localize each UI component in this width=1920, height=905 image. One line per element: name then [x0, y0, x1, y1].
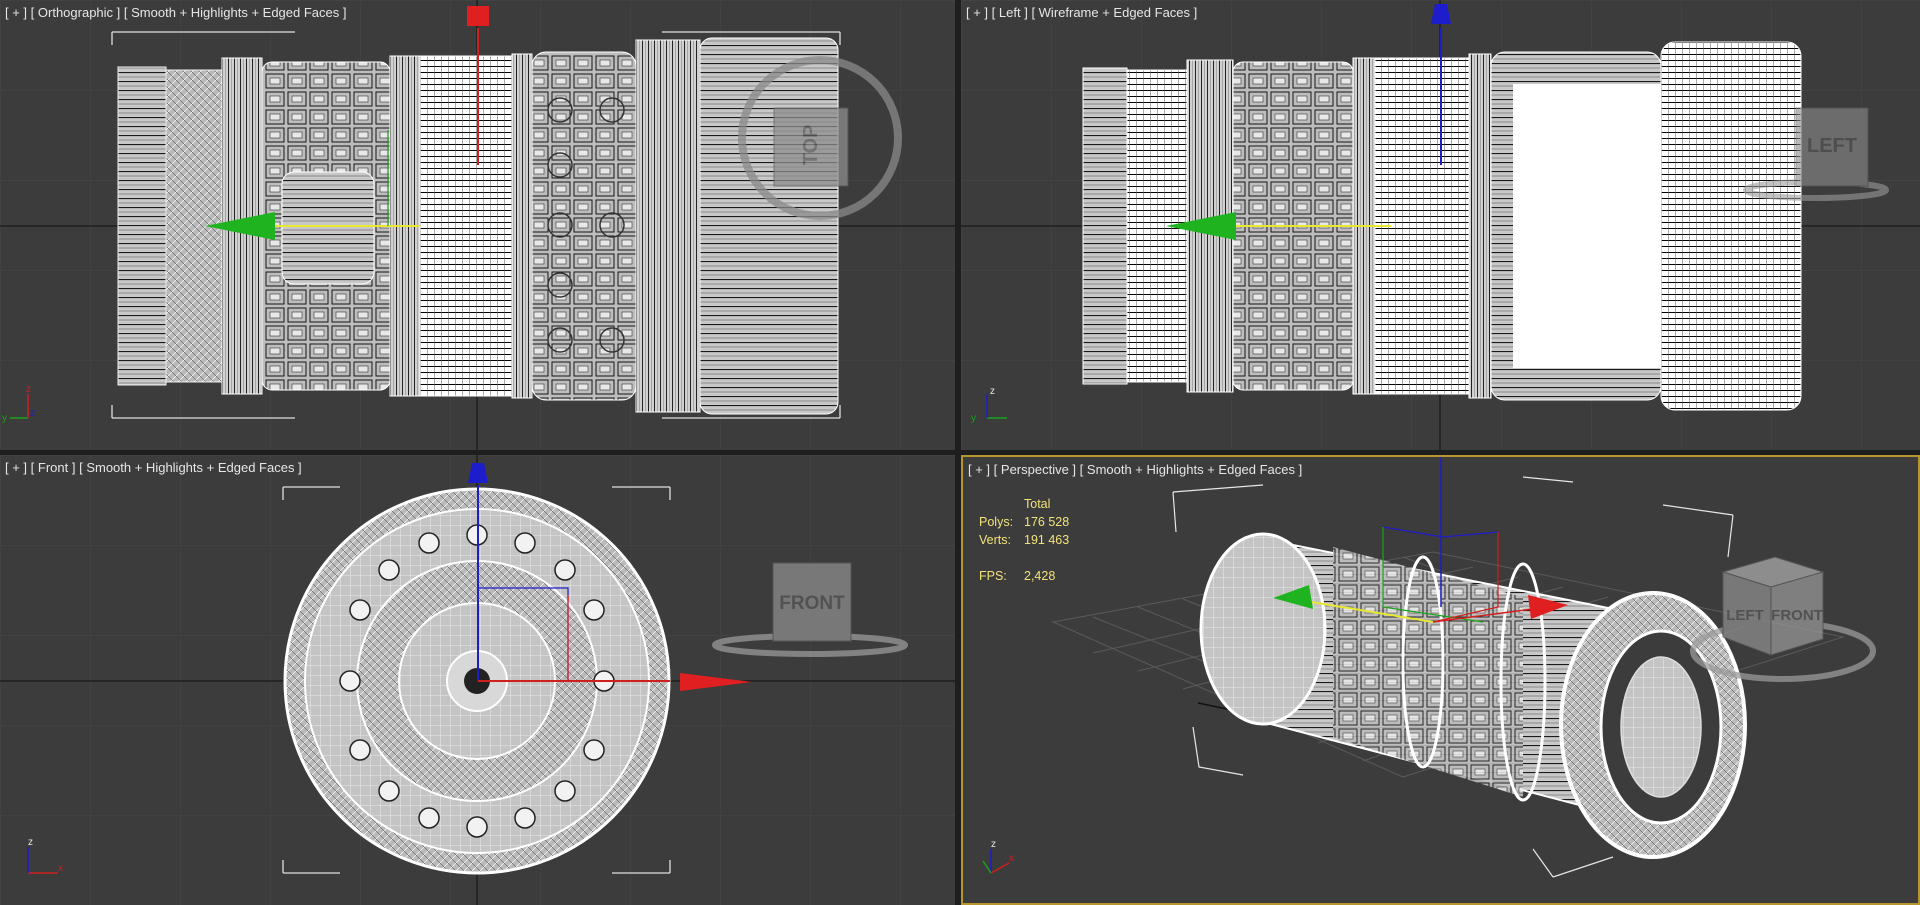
front-scene[interactable]: FRONT z x [0, 455, 955, 905]
stats-verts-row: Verts: 191 463 [979, 531, 1069, 549]
stats-polys-value: 176 528 [1024, 515, 1070, 529]
gizmo-y-arrow[interactable] [1166, 212, 1236, 240]
view-cube-face-label: FRONT [779, 593, 845, 614]
scene-statistics: Total Polys: 176 528 Verts: 191 463 FPS:… [979, 495, 1069, 585]
transform-gizmo[interactable] [1166, 4, 1451, 240]
viewport-view-menu[interactable]: [ Orthographic ] [30, 5, 121, 20]
stats-verts-label: Verts: [979, 533, 1011, 547]
transform-gizmo[interactable] [205, 6, 489, 240]
svg-text:z: z [28, 837, 33, 848]
view-cube[interactable]: LEFT [1743, 107, 1889, 201]
viewport-left[interactable]: LEFT z y [ + ] [ Left ] [ Wireframe + Ed… [961, 0, 1920, 450]
transform-gizmo[interactable] [468, 463, 752, 691]
viewport-shading-menu[interactable]: [ Smooth + Highlights + Edged Faces ] [123, 5, 347, 20]
svg-text:z: z [26, 384, 31, 395]
viewport-shading-menu[interactable]: [ Smooth + Highlights + Edged Faces ] [79, 460, 302, 475]
viewport-view-menu[interactable]: [ Perspective ] [993, 462, 1077, 477]
orthographic-scene[interactable]: TOP z y z [0, 0, 955, 450]
view-cube-front-label: FRONT [1771, 607, 1823, 624]
viewport-label[interactable]: [ + ] [ Front ] [ Smooth + Highlights + … [5, 460, 302, 475]
viewport-plus-menu[interactable]: [ + ] [5, 5, 28, 20]
viewport-orthographic[interactable]: TOP z y z [ + ] [ Orthographic ] [ S [0, 0, 955, 450]
perspective-scene[interactable]: LEFT FRONT z x [963, 457, 1918, 903]
stats-polys-label: Polys: [979, 515, 1014, 529]
viewport-shading-menu[interactable]: [ Wireframe + Edged Faces ] [1031, 5, 1198, 20]
view-cube-face-label: LEFT [1807, 135, 1857, 157]
svg-text:z: z [990, 386, 995, 397]
axis-tripod: z x [27, 837, 63, 874]
axis-tripod: z y [971, 386, 1007, 424]
gizmo-y-arrow[interactable] [1273, 585, 1313, 609]
viewport-label[interactable]: [ + ] [ Orthographic ] [ Smooth + Highli… [5, 5, 346, 20]
engine-model-perspective[interactable] [1199, 532, 1747, 859]
view-cube[interactable]: FRONT [712, 562, 908, 657]
view-cube[interactable]: TOP [738, 56, 902, 220]
gizmo-z-arrow[interactable] [468, 463, 488, 483]
svg-text:x: x [58, 863, 63, 874]
view-cube[interactable]: LEFT FRONT [1690, 556, 1876, 682]
svg-text:y: y [971, 413, 976, 424]
stats-verts-value: 191 463 [1024, 533, 1070, 547]
viewport-plus-menu[interactable]: [ + ] [968, 462, 991, 477]
stats-fps-row: FPS: 2,428 [979, 567, 1069, 585]
axis-tripod: z x [982, 839, 1014, 874]
viewport-plus-menu[interactable]: [ + ] [966, 5, 989, 20]
stats-polys-row: Polys: 176 528 [979, 513, 1069, 531]
view-cube-face-label: TOP [800, 125, 822, 166]
viewport-shading-menu[interactable]: [ Smooth + Highlights + Edged Faces ] [1079, 462, 1303, 477]
svg-text:z: z [30, 408, 35, 419]
gizmo-z-arrow[interactable] [1431, 4, 1451, 24]
view-cube-left-label: LEFT [1726, 607, 1764, 624]
transform-gizmo[interactable] [1273, 457, 1568, 623]
stats-header: Total [1024, 497, 1051, 511]
viewport-view-menu[interactable]: [ Left ] [991, 5, 1028, 20]
viewport-front[interactable]: FRONT z x [ + ] [ Front ] [ Smooth + Hig… [0, 455, 955, 905]
gizmo-x-arrow[interactable] [680, 673, 752, 691]
svg-text:x: x [1009, 853, 1014, 864]
viewport-plus-menu[interactable]: [ + ] [5, 460, 28, 475]
viewport-label[interactable]: [ + ] [ Perspective ] [ Smooth + Highlig… [968, 462, 1302, 477]
viewport-label[interactable]: [ + ] [ Left ] [ Wireframe + Edged Faces… [966, 5, 1197, 20]
engine-model-wireframe[interactable] [1082, 41, 1802, 411]
gizmo-x-arrow[interactable] [1528, 595, 1568, 619]
gizmo-y-arrow[interactable] [205, 212, 275, 240]
svg-text:y: y [2, 413, 7, 424]
gizmo-z-arrow[interactable] [467, 6, 489, 26]
left-scene[interactable]: LEFT z y [961, 0, 1920, 450]
stats-fps-label: FPS: [979, 569, 1007, 583]
axis-tripod: z y z [2, 384, 35, 424]
viewport-perspective[interactable]: LEFT FRONT z x [ + ] [ Perspective ] [ S… [961, 455, 1920, 905]
stats-fps-value: 2,428 [1024, 569, 1056, 583]
viewport-view-menu[interactable]: [ Front ] [30, 460, 76, 475]
svg-text:z: z [991, 839, 996, 850]
